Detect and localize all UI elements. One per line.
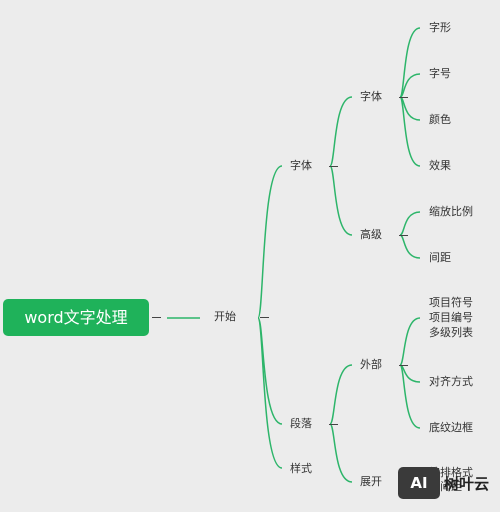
- node-format-painter[interactable]: 编排格式: [429, 466, 473, 479]
- node-advanced[interactable]: 高级: [360, 228, 382, 241]
- node-external[interactable]: 外部: [360, 358, 382, 371]
- connector-advanced-scale: [399, 211, 421, 236]
- collapse-tick-font[interactable]: [329, 166, 338, 167]
- node-size[interactable]: 字号: [429, 67, 451, 80]
- connector-paragraph-expand: [329, 423, 353, 483]
- node-expand[interactable]: 展开: [360, 475, 382, 488]
- node-shading[interactable]: 底纹边框: [429, 421, 473, 434]
- connector-font-advanced: [329, 165, 353, 236]
- watermark-text: 树叶云: [444, 474, 490, 493]
- collapse-tick-advanced[interactable]: [399, 235, 408, 236]
- collapse-tick-start[interactable]: [260, 317, 269, 318]
- node-spacing[interactable]: 间距: [429, 251, 451, 264]
- node-paragraph[interactable]: 段落: [290, 417, 312, 430]
- node-multilevel[interactable]: 多级列表: [429, 326, 473, 339]
- node-style[interactable]: 样式: [290, 462, 312, 475]
- collapse-tick-font-sub[interactable]: [399, 97, 408, 98]
- connector-fontsub-effect: [399, 96, 421, 167]
- node-font-sub[interactable]: 字体: [360, 90, 382, 103]
- root-node[interactable]: word文字处理: [3, 299, 149, 336]
- collapse-tick-external[interactable]: [399, 365, 408, 366]
- connector-font-fontsub: [329, 96, 353, 167]
- collapse-tick-root[interactable]: [152, 317, 161, 318]
- node-font[interactable]: 字体: [290, 159, 312, 172]
- connector-advanced-spacing: [399, 234, 421, 259]
- watermark: AI 树叶云: [398, 464, 498, 502]
- node-glyph[interactable]: 字形: [429, 21, 451, 34]
- connector-external-shading: [399, 364, 421, 429]
- connector-fontsub-size: [399, 73, 421, 98]
- connector-start-font: [257, 165, 283, 319]
- collapse-tick-paragraph[interactable]: [329, 424, 338, 425]
- node-effect[interactable]: 效果: [429, 159, 451, 172]
- watermark-logo-icon: AI: [398, 467, 440, 499]
- node-bullets[interactable]: 项目符号: [429, 296, 473, 309]
- connector-external-lists: [399, 317, 421, 366]
- connector-paragraph-external: [329, 364, 353, 425]
- node-start[interactable]: 开始: [214, 310, 236, 323]
- node-align[interactable]: 对齐方式: [429, 375, 473, 388]
- node-numbering[interactable]: 项目编号: [429, 311, 473, 324]
- node-color[interactable]: 颜色: [429, 113, 451, 126]
- node-scale[interactable]: 缩放比例: [429, 205, 473, 218]
- connector-start-style: [257, 317, 283, 469]
- connector-fontsub-glyph: [399, 27, 421, 98]
